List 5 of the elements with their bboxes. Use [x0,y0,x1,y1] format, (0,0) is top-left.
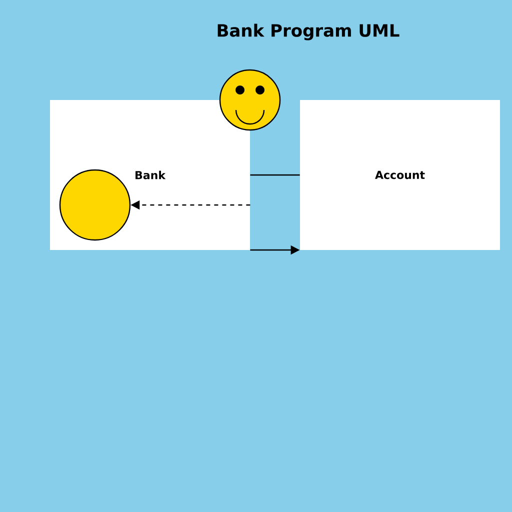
connector-line [250,174,300,176]
smiley-face [219,69,281,131]
title: Bank Program UML [218,24,400,40]
class-box: Account [300,100,500,250]
circle [59,169,131,241]
